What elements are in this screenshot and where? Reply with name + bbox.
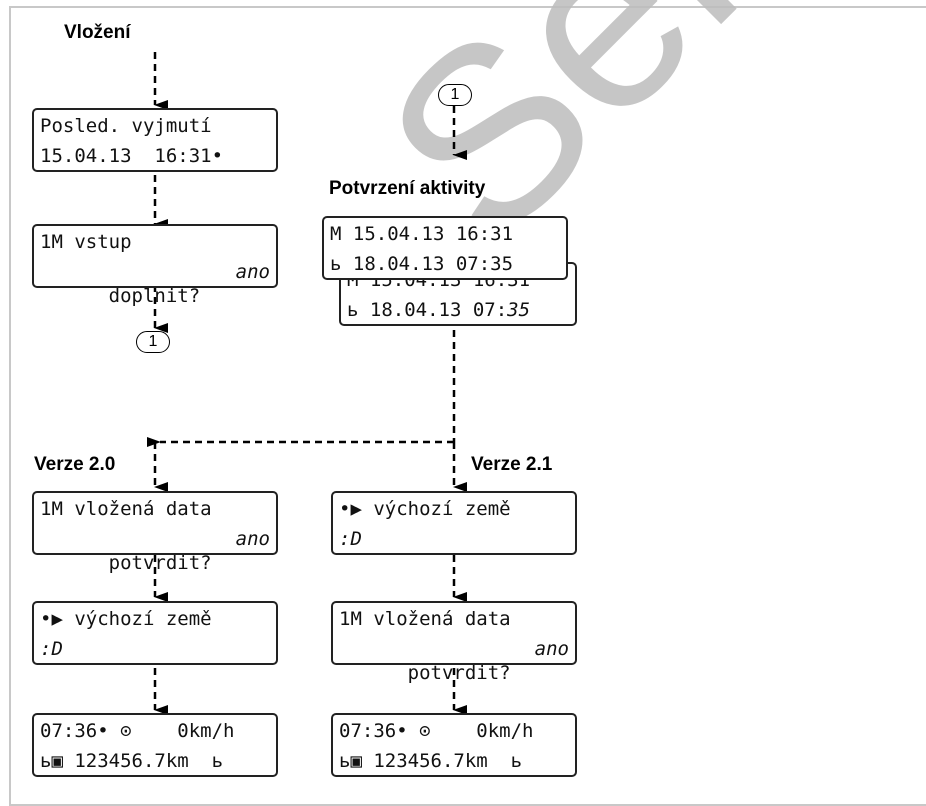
display-v21-standard: 07:36• ⊙ 0km/h ь▣ 123456.7km ь [331,713,577,777]
display-line-2: potvrdit? ano [339,637,569,684]
display-line-2: 15.04.13 16:31• [40,145,224,167]
display-v20-confirm: 1M vložená data potvrdit? ano [32,491,278,574]
marker-1-continue: 1 [438,84,472,106]
display-line-2-text: potvrdit? [407,662,511,684]
display-line-1: 07:36• ⊙ 0km/h [40,720,235,742]
display-line-1: 07:36• ⊙ 0km/h [339,720,534,742]
display-line-2-value: ano [235,528,270,550]
display-v21-confirm: 1M vložená data potvrdit? ano [331,601,577,684]
heading-version-20: Verze 2.0 [34,454,116,475]
display-v21-country: •▶ výchozí země :D [331,491,577,555]
heading-insert: Vložení [64,22,131,43]
display-line-1: Posled. vyjmutí [40,115,212,137]
heading-confirm-activity: Potvrzení aktivity [329,178,486,199]
display-line-2: ь▣ 123456.7km ь [40,750,224,772]
display-line-2: ь 18.04.13 07:35 [330,253,514,275]
marker-1-goto: 1 [136,331,170,353]
display-line-2-value: ano [534,638,569,660]
display-line-2: :D [339,528,362,550]
display-line-1: 1M vstup [40,231,132,253]
display-last-removal: Posled. vyjmutí 15.04.13 16:31• [32,108,278,172]
display-line-1: 1M vložená data [40,498,212,520]
display-line-2-value: ano [235,261,270,283]
display-line-2: ь 18.04.13 07:35 [347,298,569,322]
display-v20-country: •▶ výchozí země :D [32,601,278,665]
display-line-2: doplnit? ano [40,260,270,307]
display-activity-front: M 15.04.13 16:31 ь 18.04.13 07:35 [322,216,568,280]
display-line-1: •▶ výchozí země [40,608,212,630]
display-line-1: •▶ výchozí země [339,498,511,520]
display-line-2-text: doplnit? [108,285,201,307]
display-line-2: potvrdit? ano [40,527,270,574]
display-line-2-blink: 35 [507,299,531,321]
display-manual-entry: 1M vstup doplnit? ano [32,224,278,307]
display-v20-standard: 07:36• ⊙ 0km/h ь▣ 123456.7km ь [32,713,278,777]
display-line-2-text: ь 18.04.13 07: [347,299,508,321]
display-line-2: ь▣ 123456.7km ь [339,750,523,772]
display-line-2-text: potvrdit? [108,552,212,574]
display-line-1: M 15.04.13 16:31 [330,223,514,245]
display-line-1: 1M vložená data [339,608,511,630]
display-line-2: :D [40,638,63,660]
heading-version-21: Verze 2.1 [471,454,553,475]
